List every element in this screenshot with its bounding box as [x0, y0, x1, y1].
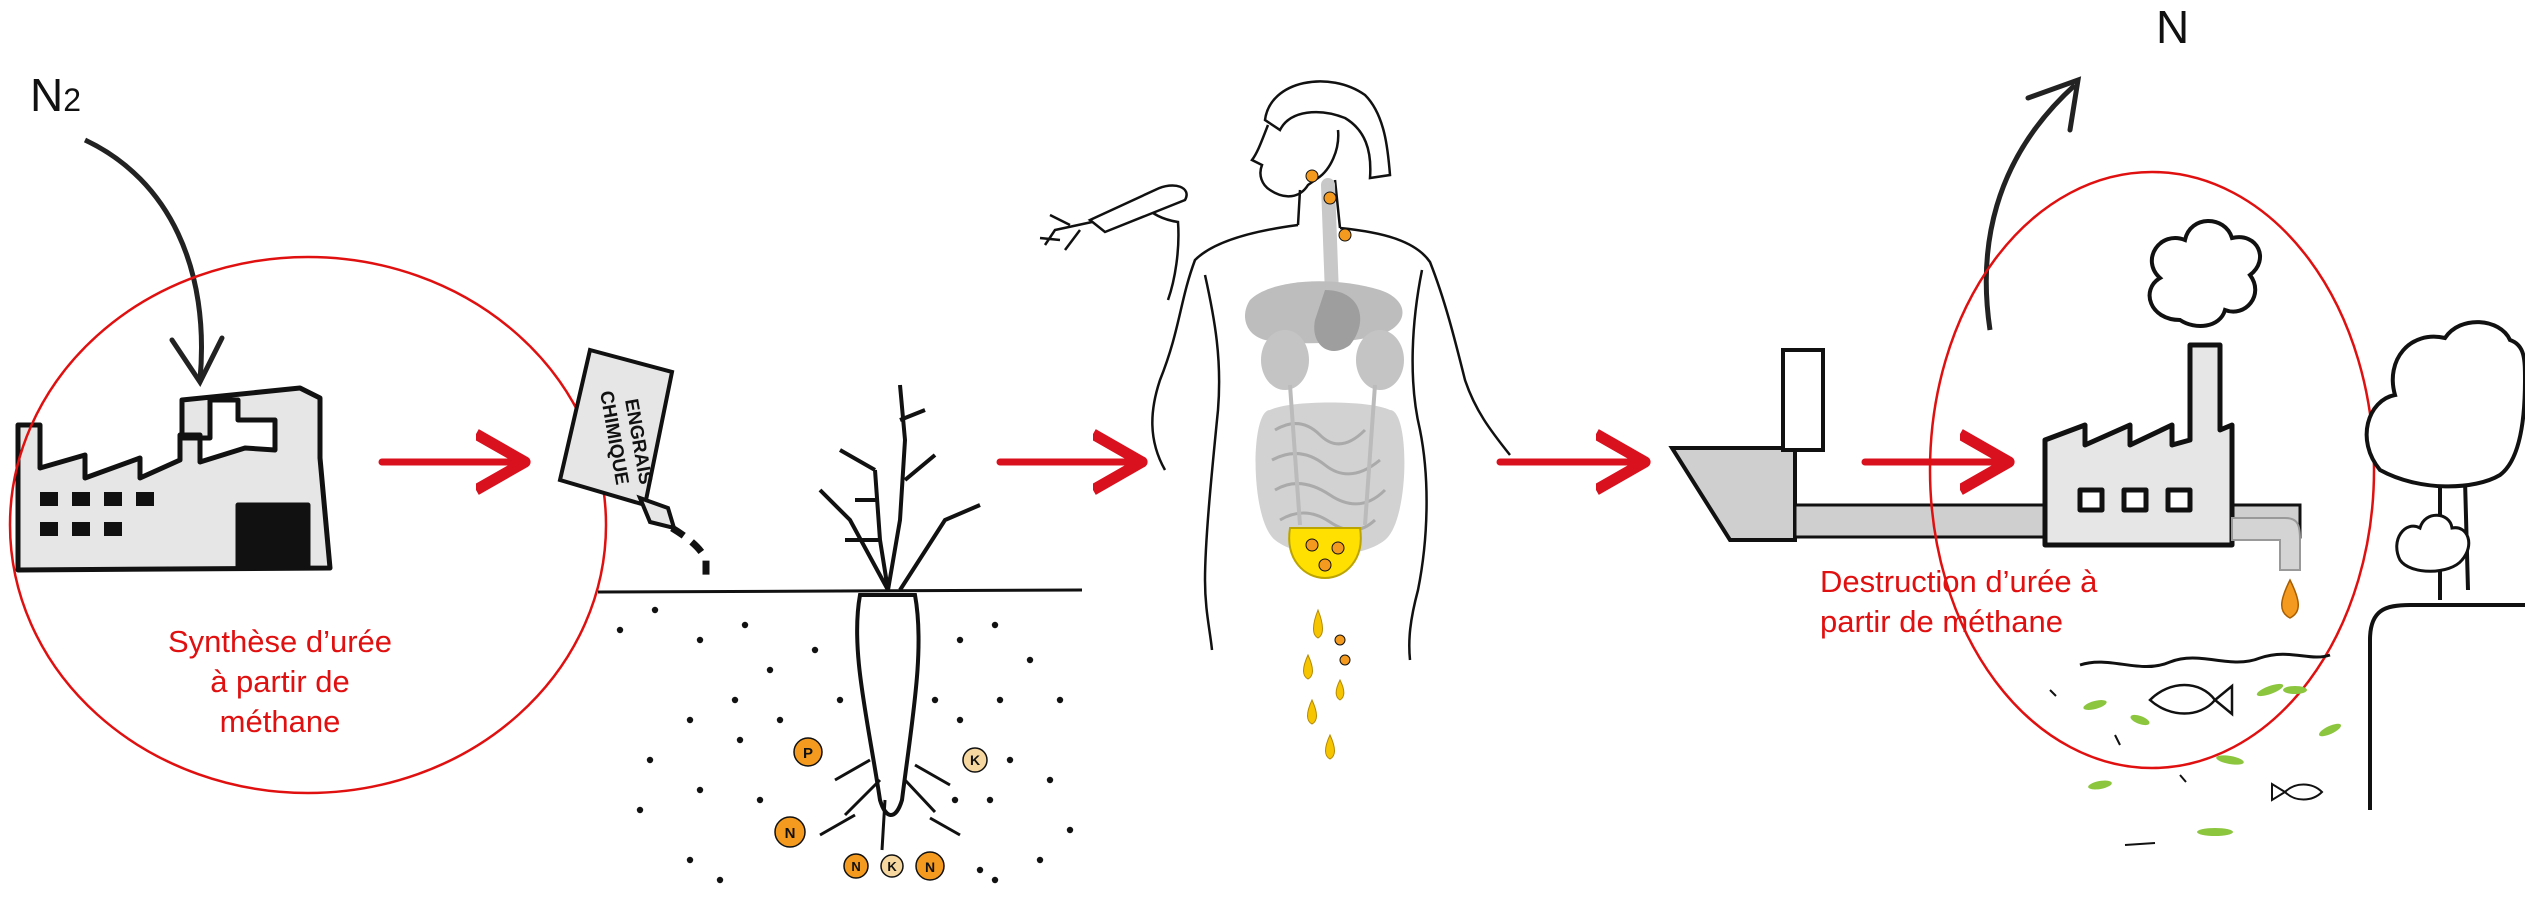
seaweed [2082, 681, 2342, 836]
soil-dot [987, 797, 993, 803]
soil-dot [697, 637, 703, 643]
soil-dot [957, 717, 963, 723]
nutrient-ball-k: K [963, 748, 987, 772]
soil-dot [717, 877, 723, 883]
soil-dot [837, 697, 843, 703]
fish-icon [2150, 685, 2232, 714]
soil-dot [757, 797, 763, 803]
soil-dot [1027, 657, 1033, 663]
soil-dot [652, 607, 658, 613]
water-line [2080, 654, 2330, 666]
synthesis-label: Synthèse d’urée à partir de méthane [100, 622, 460, 742]
soil-dot [687, 857, 693, 863]
factory-icon [18, 388, 330, 570]
soil-dot [997, 697, 1003, 703]
soil-dot [992, 877, 998, 883]
treatment-plant-icon [2045, 345, 2232, 545]
plant-arrow-left [820, 815, 855, 835]
soil-dot [1007, 757, 1013, 763]
smoke-cloud [2150, 221, 2260, 326]
soil-dot [742, 622, 748, 628]
destruction-label: Destruction d’urée à partir de méthane [1820, 562, 2120, 642]
n-emission-arrow [1986, 85, 2075, 330]
outlet-drop [2282, 580, 2299, 618]
soil-dot [1047, 777, 1053, 783]
n2-arrow [85, 140, 202, 380]
plant-arrow-right [930, 818, 960, 835]
soil-dot [687, 717, 693, 723]
ground-line [598, 590, 1082, 592]
nutrient-ball-n: N [775, 817, 805, 847]
soil-dot [737, 737, 743, 743]
soil-dot [617, 627, 623, 633]
n2-label: N2 [30, 68, 81, 122]
fertilizer-pour [672, 528, 706, 582]
n2-label-main: N [30, 69, 63, 121]
soil-dot [1037, 857, 1043, 863]
nutrient-ball-label: N [851, 859, 860, 874]
synthesis-label-line-2: à partir de [100, 662, 460, 702]
soil-dots [617, 607, 1073, 883]
nutrient-ball-p: P [794, 738, 822, 766]
nutrient-ball-label: N [785, 825, 796, 842]
n2-label-subscript: 2 [63, 82, 81, 118]
nutrient-ball-label: K [887, 859, 897, 874]
carrot-icon [820, 385, 980, 850]
digestive-organs [1245, 185, 1404, 555]
soil-dot [812, 647, 818, 653]
nutrient-ball-label: P [803, 745, 813, 762]
synthesis-label-line-3: méthane [100, 702, 460, 742]
outlet-pipe [2232, 518, 2300, 570]
soil-dot [697, 787, 703, 793]
nutrient-ball-k: K [881, 855, 903, 877]
synthesis-label-line-1: Synthèse d’urée [100, 622, 460, 662]
tree-icon [2367, 322, 2525, 810]
soil-dot [952, 797, 958, 803]
soil-dot [977, 867, 983, 873]
nutrient-ball-label: K [970, 752, 980, 768]
soil-dot [992, 622, 998, 628]
soil-dot [957, 637, 963, 643]
destruction-label-line-1: Destruction d’urée à [1820, 562, 2120, 602]
fish-icon [2272, 784, 2322, 800]
soil-dot [637, 807, 643, 813]
soil-dot [767, 667, 773, 673]
n2-arrow-head [172, 338, 222, 382]
nutrient-ball-label: N [925, 859, 935, 875]
soil-dot [732, 697, 738, 703]
soil-dot [932, 697, 938, 703]
soil-dot [647, 757, 653, 763]
soil-dot [1067, 827, 1073, 833]
urine-drops [1304, 610, 1344, 759]
nutrient-ball-n: N [844, 854, 868, 878]
soil-dot [1057, 697, 1063, 703]
destruction-label-line-2: partir de méthane [1820, 602, 2120, 642]
soil-dot [777, 717, 783, 723]
nutrient-ball-n: N [916, 852, 944, 880]
n-label: N [2156, 0, 2189, 54]
